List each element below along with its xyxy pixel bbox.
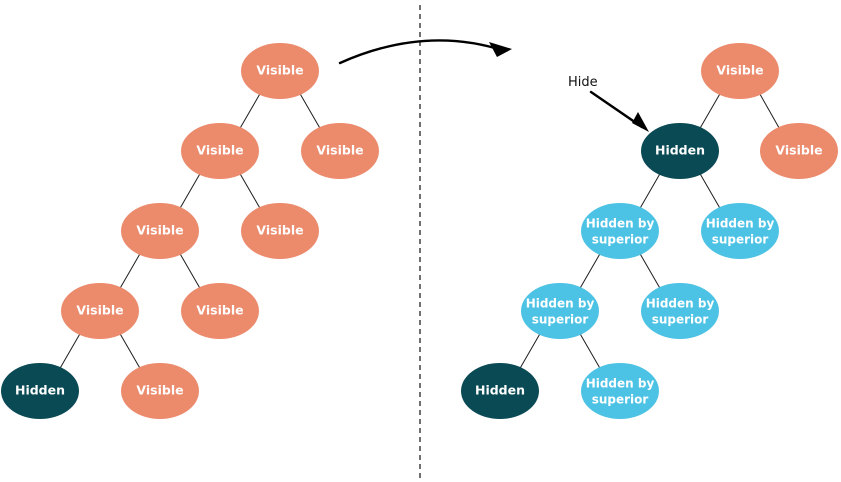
tree-node-visible[interactable]: Visible: [241, 43, 319, 99]
node-ellipse: [760, 123, 838, 179]
node-ellipse: [461, 363, 539, 419]
node-ellipse: [241, 43, 319, 99]
hide-arrow-head-icon: [632, 112, 649, 132]
node-label-line2: superior: [592, 233, 649, 247]
tree-node-visible[interactable]: Visible: [61, 283, 139, 339]
node-label: Visible: [775, 143, 822, 158]
tree-node-hidden-by-superior[interactable]: Hidden by superior: [521, 283, 599, 339]
tree-node-hidden[interactable]: Hidden: [641, 123, 719, 179]
node-ellipse: [641, 283, 719, 339]
tree-edge: [118, 332, 142, 370]
tree-node-visible[interactable]: Visible: [241, 203, 319, 259]
node-ellipse: [181, 283, 259, 339]
tree-edge: [638, 172, 662, 210]
node-label: Visible: [256, 223, 303, 238]
tree-node-visible[interactable]: Visible: [301, 123, 379, 179]
node-ellipse: [61, 283, 139, 339]
node-label-line2: superior: [592, 393, 649, 407]
node-ellipse: [121, 203, 199, 259]
node-label: Visible: [716, 63, 763, 78]
tree-node-hidden[interactable]: Hidden: [1, 363, 79, 419]
tree-node-visible[interactable]: Visible: [760, 123, 838, 179]
tree-node-visible[interactable]: Visible: [121, 203, 199, 259]
tree-edge: [58, 332, 82, 370]
tree-node-visible[interactable]: Visible: [181, 123, 259, 179]
node-ellipse: [181, 123, 259, 179]
node-ellipse: [521, 283, 599, 339]
tree-edge: [698, 172, 722, 210]
node-ellipse: [241, 203, 319, 259]
node-ellipse: [641, 123, 719, 179]
transition-arrow: [338, 39, 507, 65]
node-label: Hidden by: [706, 217, 775, 231]
tree-node-hidden-by-superior[interactable]: Hidden by superior: [581, 363, 659, 419]
tree-node-hidden[interactable]: Hidden: [461, 363, 539, 419]
tree-node-hidden-by-superior[interactable]: Hidden by superior: [701, 203, 779, 259]
node-label: Visible: [76, 303, 123, 318]
tree-edge: [578, 252, 602, 290]
node-label: Hidden: [15, 383, 65, 398]
node-label: Visible: [256, 63, 303, 78]
node-label-line2: superior: [532, 313, 589, 327]
node-ellipse: [701, 203, 779, 259]
left-tree-edges: [58, 92, 322, 370]
right-tree-edges: [518, 92, 781, 370]
tree-edge: [238, 92, 262, 130]
node-label: Visible: [196, 143, 243, 158]
node-label-line2: superior: [712, 233, 769, 247]
hide-annotation-label: Hide: [568, 75, 598, 90]
transition-arrow-head-icon: [489, 42, 512, 57]
node-label: Visible: [316, 143, 363, 158]
tree-node-visible[interactable]: Visible: [701, 43, 779, 99]
node-ellipse: [1, 363, 79, 419]
node-ellipse: [701, 43, 779, 99]
node-label-line2: superior: [652, 313, 709, 327]
tree-edge: [118, 252, 142, 290]
tree-node-hidden-by-superior[interactable]: Hidden by superior: [581, 203, 659, 259]
tree-edge: [238, 172, 262, 210]
tree-edge: [698, 92, 722, 130]
node-label: Hidden by: [586, 217, 655, 231]
tree-edge: [578, 332, 602, 370]
tree-edge: [178, 252, 202, 290]
node-label: Hidden by: [526, 297, 595, 311]
node-ellipse: [301, 123, 379, 179]
node-label: Hidden by: [646, 297, 715, 311]
tree-edge: [298, 92, 322, 130]
tree-node-visible[interactable]: Visible: [121, 363, 199, 419]
node-label: Hidden by: [586, 377, 655, 391]
tree-node-visible[interactable]: Visible: [181, 283, 259, 339]
tree-edge: [178, 172, 202, 210]
tree-edge: [758, 92, 781, 130]
node-label: Visible: [136, 383, 183, 398]
tree-edge: [518, 332, 542, 370]
node-label: Hidden: [475, 383, 525, 398]
node-label: Hidden: [655, 143, 705, 158]
node-label: Visible: [196, 303, 243, 318]
node-label: Visible: [136, 223, 183, 238]
node-ellipse: [121, 363, 199, 419]
node-ellipse: [581, 363, 659, 419]
tree-node-hidden-by-superior[interactable]: Hidden by superior: [641, 283, 719, 339]
tree-edge: [638, 252, 662, 290]
node-ellipse: [581, 203, 659, 259]
